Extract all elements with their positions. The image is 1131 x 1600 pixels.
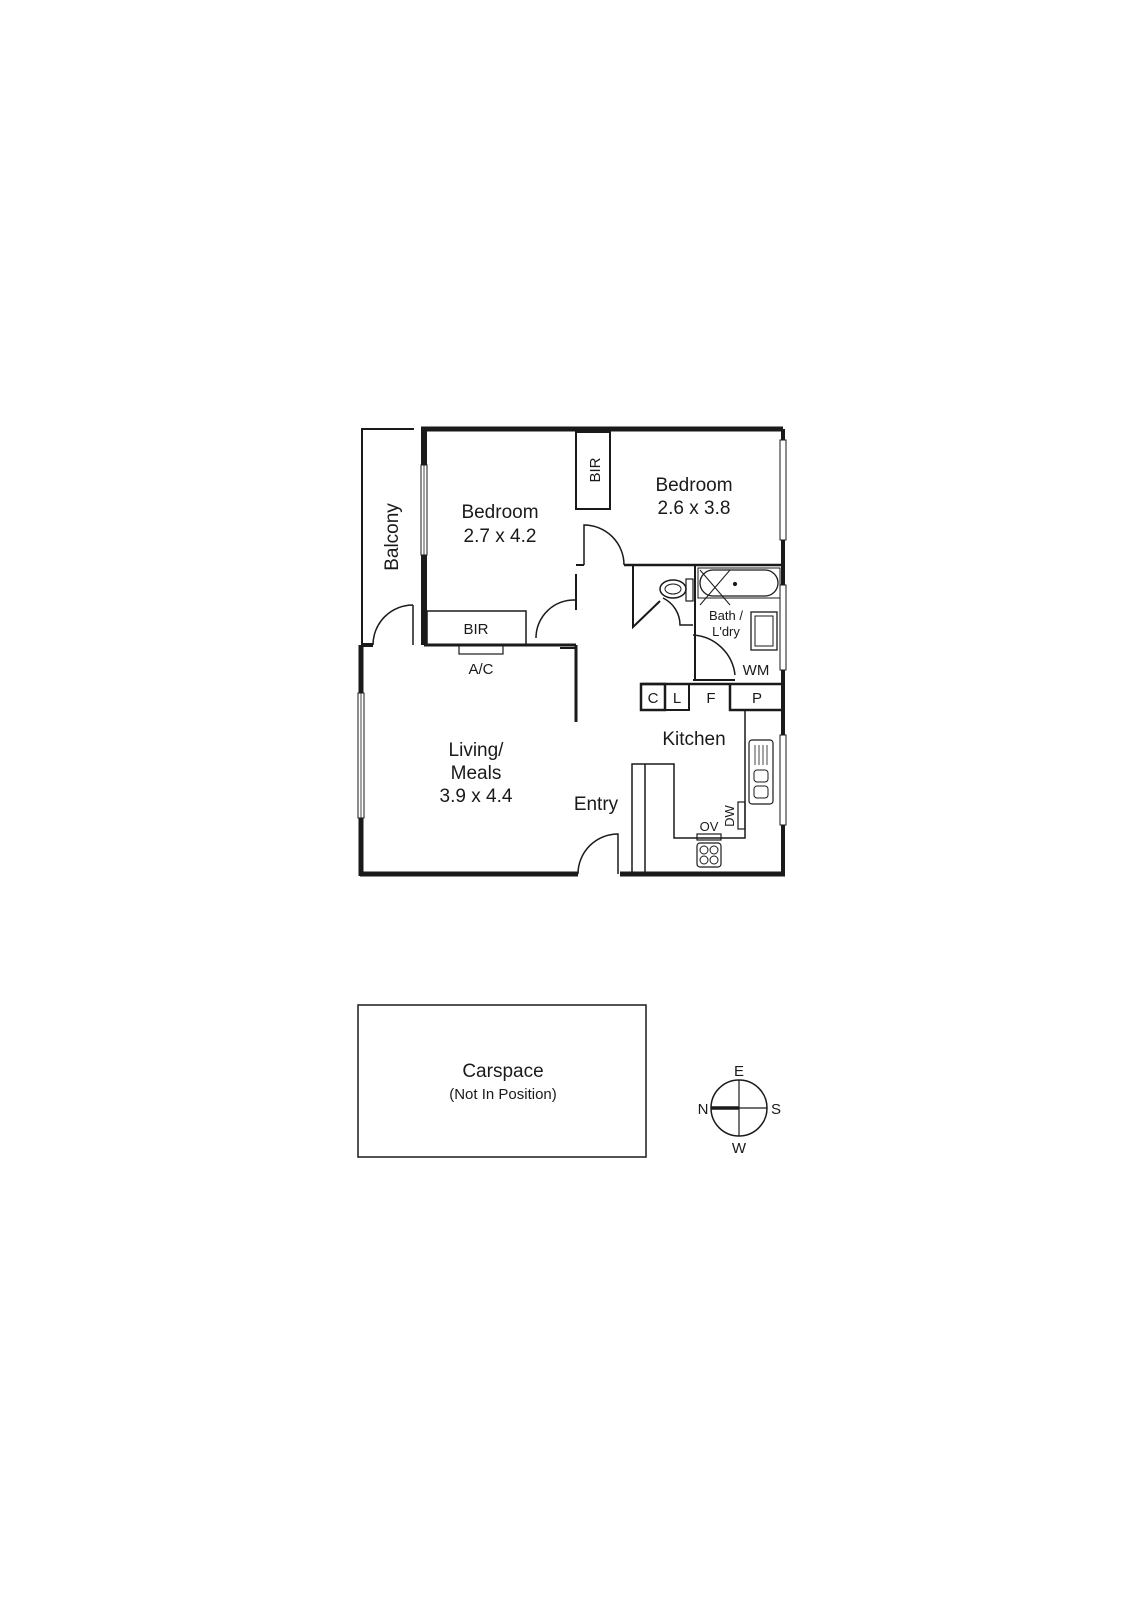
bir1-label: BIR	[463, 621, 488, 638]
bedroom2-name: Bedroom	[655, 475, 732, 496]
balcony-door	[372, 604, 414, 646]
bir2-box	[575, 431, 611, 510]
labels: Balcony Bedroom 2.7 x 4.2 BIR A/C BIR Be…	[382, 457, 781, 1157]
entry-door	[577, 833, 619, 875]
pantry-label: P	[752, 690, 762, 707]
compass-west: W	[732, 1140, 747, 1157]
fridge-label: F	[706, 690, 715, 707]
ov-label: OV	[700, 819, 719, 834]
cooktop-icon	[696, 842, 722, 868]
bedroom1-size: 2.7 x 4.2	[464, 526, 537, 547]
oven	[696, 833, 722, 841]
bedroom2-size: 2.6 x 3.8	[658, 498, 731, 519]
living-label-line1: Living/	[449, 740, 505, 761]
dishwasher	[737, 801, 746, 830]
bedroom1-name: Bedroom	[461, 502, 538, 523]
entry-label: Entry	[574, 794, 619, 815]
pantry-box	[728, 684, 783, 712]
cupboard-c-label: C	[648, 690, 659, 707]
walls	[357, 426, 787, 1158]
carspace-title: Carspace	[462, 1061, 543, 1082]
bath-tub	[697, 567, 781, 599]
bedroom1-door	[535, 599, 577, 639]
cupboard-l-label: L	[673, 690, 681, 707]
bedroom2-window	[779, 439, 787, 541]
kitchen-window	[779, 734, 787, 826]
compass-north: N	[698, 1101, 709, 1118]
compass-east: E	[734, 1063, 744, 1080]
kitchen-label: Kitchen	[662, 729, 725, 750]
laundry-door	[692, 634, 736, 676]
living-size: 3.9 x 4.4	[440, 786, 513, 807]
bedroom2-door	[583, 524, 625, 566]
balcony-label: Balcony	[382, 503, 403, 571]
wm-label: WM	[743, 662, 770, 679]
ac-label: A/C	[468, 661, 493, 678]
bath-label-line1: Bath /	[709, 608, 743, 623]
living-label-line2: Meals	[451, 763, 502, 784]
bath-label-line2: L'dry	[712, 624, 740, 639]
cupboard-l	[664, 683, 690, 711]
laundry-tub	[750, 611, 778, 651]
carspace-subtitle: (Not In Position)	[449, 1086, 557, 1103]
sink-icon	[748, 739, 774, 805]
wc-walls	[632, 565, 661, 630]
toilet-icon	[659, 579, 687, 599]
compass-south: S	[771, 1101, 781, 1118]
carspace-box	[357, 1004, 647, 1158]
balcony-outline	[361, 428, 414, 645]
bath-window	[779, 584, 787, 671]
bir2-label: BIR	[587, 457, 604, 482]
ac-unit	[458, 644, 504, 655]
dw-label: DW	[722, 804, 737, 826]
